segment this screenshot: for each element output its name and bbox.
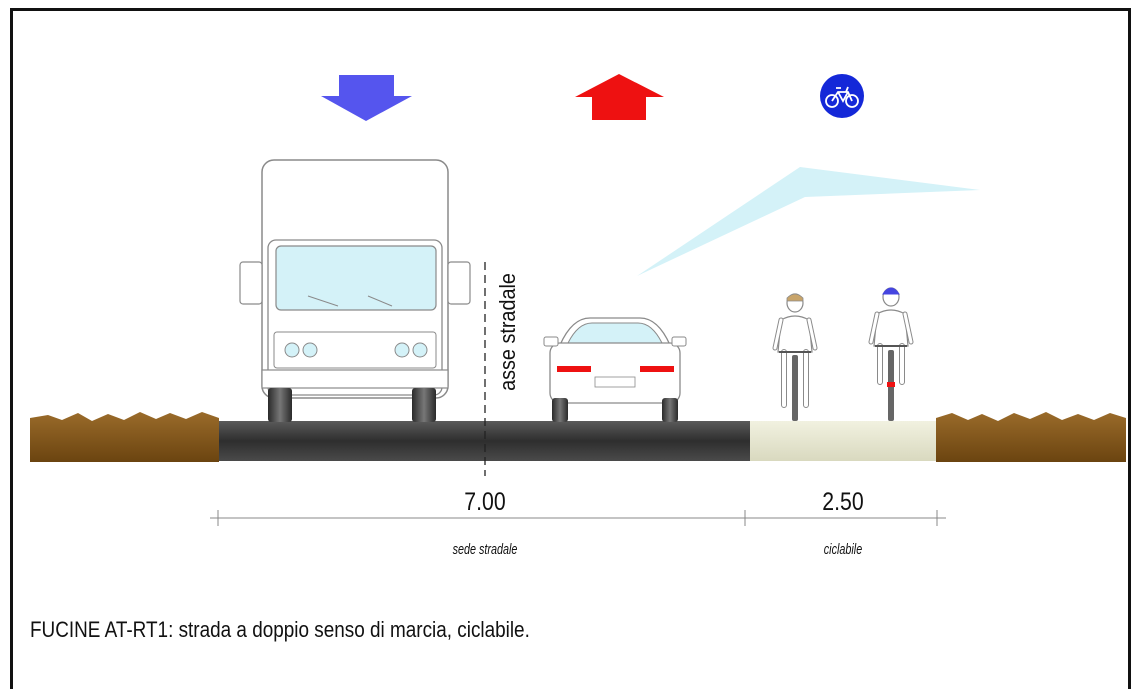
roadway-width-label: sede stradale — [452, 541, 518, 558]
ground-right — [936, 412, 1126, 462]
cyclist-2 — [868, 287, 914, 421]
diagram-caption: FUCINE AT-RT1: strada a doppio senso di … — [30, 617, 530, 642]
roadway — [219, 421, 750, 461]
bike-lane — [750, 421, 936, 461]
ground-left — [30, 412, 219, 462]
truck-front-view — [239, 159, 471, 422]
drawing-frame — [10, 8, 1131, 689]
down-arrow-icon — [321, 75, 412, 121]
bike-lane-width-value: 2.50 — [822, 488, 864, 516]
bicycle-sign-icon — [820, 74, 864, 118]
roadway-width-value: 7.00 — [464, 488, 506, 516]
car-rear-view — [543, 317, 687, 422]
sky-wedge — [637, 167, 980, 276]
road-axis-label: asse stradale — [495, 273, 520, 391]
up-arrow-icon — [575, 74, 664, 120]
cyclist-1 — [772, 293, 818, 421]
dimension-line-bike-lane — [745, 510, 946, 526]
bike-lane-width-label: ciclabile — [823, 541, 863, 558]
